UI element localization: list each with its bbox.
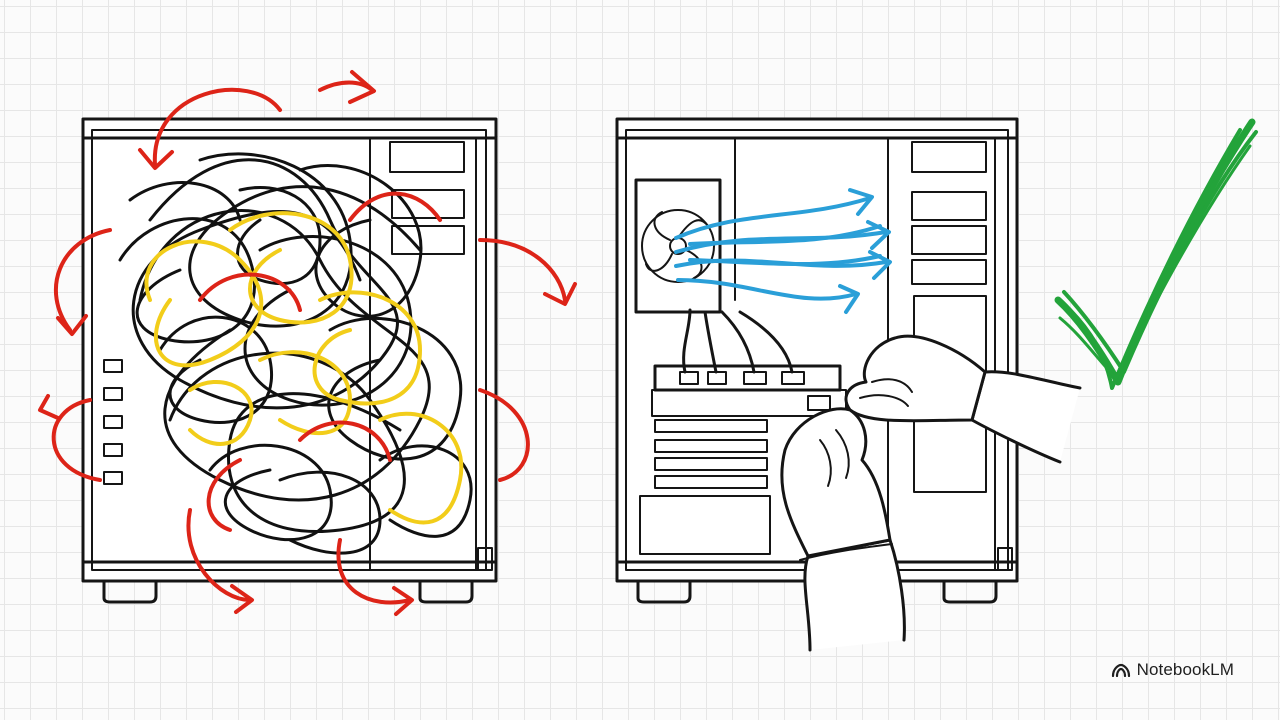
watermark: NotebookLM — [1111, 660, 1234, 680]
tangled-yellow-cables — [144, 211, 464, 525]
notebooklm-logo-icon — [1111, 663, 1130, 677]
chaotic-airflow-arrows — [38, 70, 577, 616]
checkmark-icon — [1054, 118, 1258, 390]
watermark-label: NotebookLM — [1136, 660, 1234, 679]
hands-plugging-cable — [780, 334, 1082, 652]
smooth-airflow-arrows — [674, 188, 892, 314]
tangled-black-cables — [118, 152, 473, 555]
messy-pc-case — [81, 117, 498, 604]
